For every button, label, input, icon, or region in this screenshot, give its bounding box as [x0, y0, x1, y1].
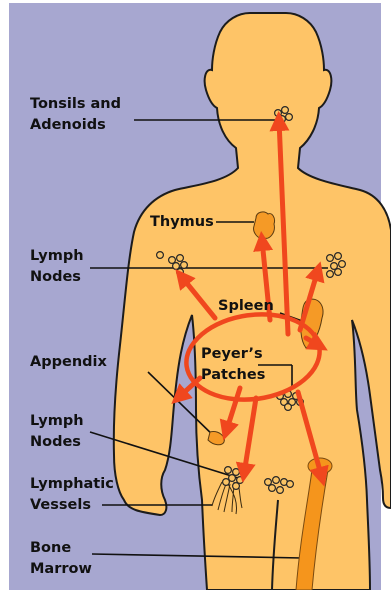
lymph-node: [273, 477, 280, 484]
label-bone-marrow-line1: Bone: [30, 538, 92, 559]
thymus-organ: [254, 212, 275, 238]
label-lymph-nodes-lower: Lymph Nodes: [30, 411, 84, 453]
label-lymphatic-vessels-line2: Vessels: [30, 495, 114, 516]
label-lymph-nodes-upper-line1: Lymph: [30, 246, 84, 267]
label-lymphatic-vessels-line1: Lymphatic: [30, 474, 114, 495]
lymph-node: [181, 262, 188, 269]
lymph-node: [225, 467, 232, 474]
label-bone-marrow-line2: Marrow: [30, 559, 92, 580]
label-tonsils-line2: Adenoids: [30, 115, 121, 136]
lymph-node: [157, 252, 164, 259]
lymph-node: [335, 269, 342, 276]
label-lymphatic-vessels: Lymphatic Vessels: [30, 474, 114, 516]
label-lymph-nodes-upper-line2: Nodes: [30, 267, 84, 288]
label-tonsils-adenoids: Tonsils and Adenoids: [30, 94, 121, 136]
label-lymph-nodes-lower-line2: Nodes: [30, 432, 84, 453]
lymph-node: [285, 404, 292, 411]
lymph-node: [282, 107, 289, 114]
label-lymph-nodes-upper: Lymph Nodes: [30, 246, 84, 288]
lymph-node: [327, 271, 334, 278]
label-spleen: Spleen: [218, 296, 274, 317]
label-thymus: Thymus: [150, 212, 214, 233]
lymph-node: [327, 255, 334, 262]
lymph-node: [177, 255, 184, 262]
lymph-node: [339, 261, 346, 268]
lymph-node: [286, 114, 293, 121]
label-lymph-nodes-lower-line1: Lymph: [30, 411, 84, 432]
label-peyers-line2: Patches: [201, 365, 265, 386]
label-peyers-line1: Peyer’s: [201, 344, 265, 365]
lymph-node: [223, 479, 230, 486]
lymph-node: [287, 481, 294, 488]
lymph-node: [269, 485, 276, 492]
label-tonsils-line1: Tonsils and: [30, 94, 121, 115]
label-bone-marrow: Bone Marrow: [30, 538, 92, 580]
label-appendix: Appendix: [30, 352, 107, 373]
label-peyers-patches: Peyer’s Patches: [201, 344, 265, 386]
lymph-node: [277, 487, 284, 494]
lymph-node: [335, 253, 342, 260]
lymph-node: [233, 483, 240, 490]
